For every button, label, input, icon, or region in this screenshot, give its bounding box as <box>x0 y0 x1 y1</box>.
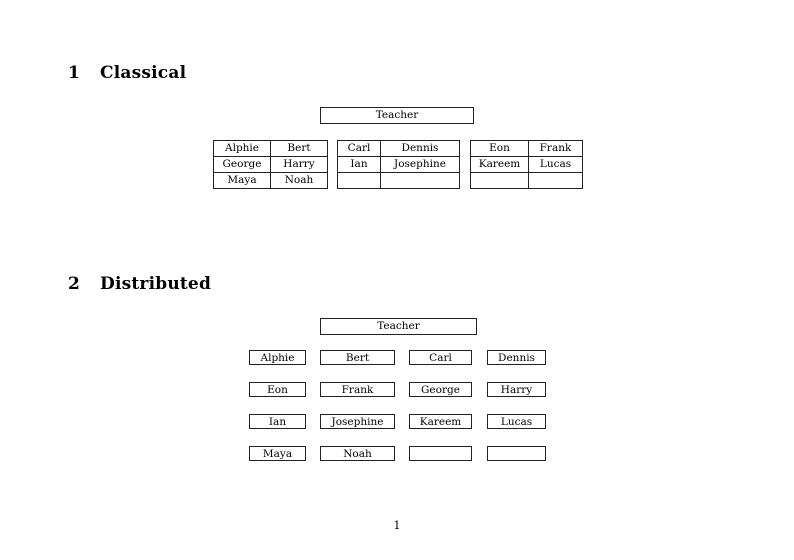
distributed-teacher-box: Teacher <box>320 318 477 335</box>
section-heading-distributed: 2 Distributed <box>68 274 211 294</box>
student-cell: Maya <box>249 446 306 461</box>
student-cell: Noah <box>270 172 328 189</box>
student-cell: Alphie <box>249 350 306 365</box>
student-cell-empty <box>337 172 381 189</box>
section-title: Classical <box>100 63 187 83</box>
student-cell: Lucas <box>528 156 583 173</box>
student-cell: Dennis <box>380 140 460 157</box>
student-cell-empty <box>380 172 460 189</box>
table-row: Maya Noah <box>213 172 328 189</box>
classical-group-right: Eon Frank Kareem Lucas <box>470 140 583 189</box>
student-cell: Frank <box>528 140 583 157</box>
student-cell: Dennis <box>487 350 546 365</box>
table-row <box>337 172 460 189</box>
table-row <box>470 172 583 189</box>
teacher-cell: Teacher <box>320 107 474 124</box>
student-cell: George <box>213 156 271 173</box>
student-cell: Ian <box>249 414 306 429</box>
section-title: Distributed <box>100 274 212 294</box>
classical-group-left: Alphie Bert George Harry Maya Noah <box>213 140 328 189</box>
student-cell-empty <box>528 172 583 189</box>
student-cell: Eon <box>470 140 529 157</box>
student-cell: Bert <box>320 350 395 365</box>
table-row: Teacher <box>320 107 474 124</box>
page-number: 1 <box>393 519 401 532</box>
classical-group-middle: Carl Dennis Ian Josephine <box>337 140 460 189</box>
student-cell: Josephine <box>380 156 460 173</box>
student-cell-empty <box>409 446 472 461</box>
section-number: 1 <box>68 63 81 83</box>
student-cell: Maya <box>213 172 271 189</box>
student-cell: Alphie <box>213 140 271 157</box>
student-cell: Carl <box>337 140 381 157</box>
section-number: 2 <box>68 274 81 294</box>
classical-teacher-box: Teacher <box>320 107 474 124</box>
student-cell: Kareem <box>470 156 529 173</box>
table-row: Alphie Bert <box>213 140 328 157</box>
table-row: Ian Josephine <box>337 156 460 173</box>
student-cell-empty <box>470 172 529 189</box>
student-cell: Josephine <box>320 414 395 429</box>
student-cell: Carl <box>409 350 472 365</box>
table-row: Eon Frank <box>470 140 583 157</box>
table-row: Carl Dennis <box>337 140 460 157</box>
student-cell: Kareem <box>409 414 472 429</box>
student-cell: Bert <box>270 140 328 157</box>
student-cell: Noah <box>320 446 395 461</box>
student-cell-empty <box>487 446 546 461</box>
student-cell: Harry <box>487 382 546 397</box>
student-cell: Frank <box>320 382 395 397</box>
table-row: Kareem Lucas <box>470 156 583 173</box>
student-cell: Harry <box>270 156 328 173</box>
student-cell: George <box>409 382 472 397</box>
table-row: Teacher <box>320 318 477 335</box>
student-cell: Eon <box>249 382 306 397</box>
student-cell: Lucas <box>487 414 546 429</box>
student-cell: Ian <box>337 156 381 173</box>
table-row: George Harry <box>213 156 328 173</box>
teacher-cell: Teacher <box>320 318 477 335</box>
section-heading-classical: 1 Classical <box>68 63 186 83</box>
